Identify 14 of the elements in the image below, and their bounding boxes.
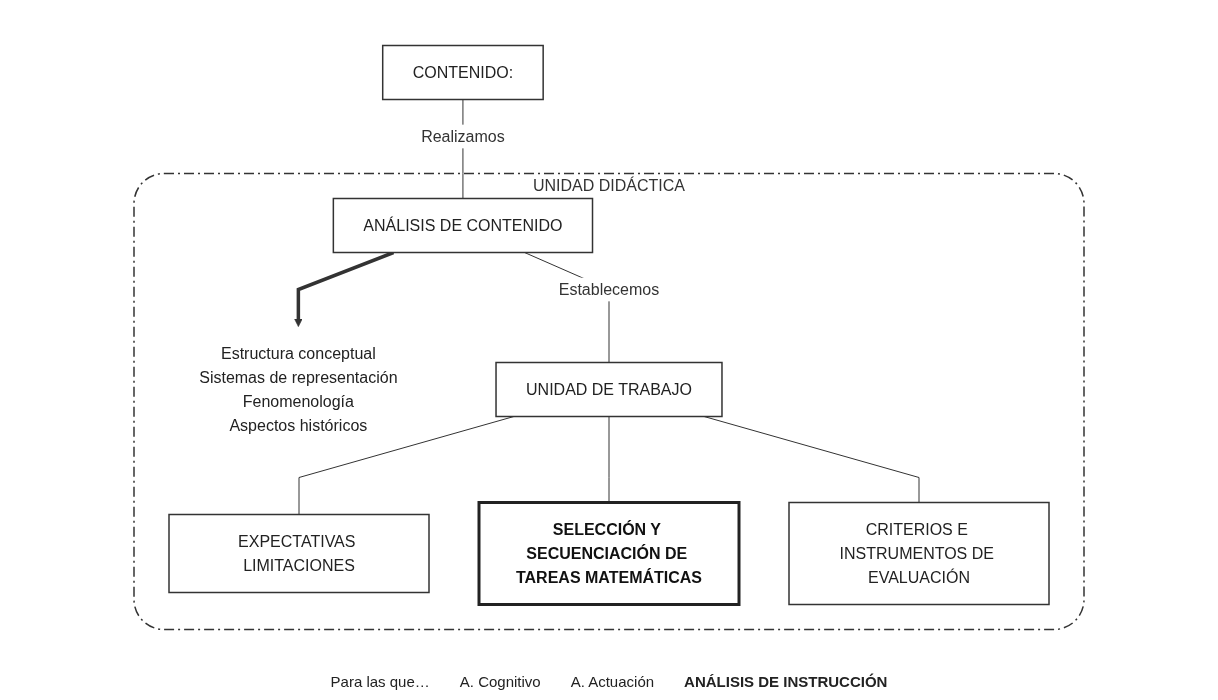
node-box: SELECCIÓN Y SECUENCIACIÓN DE TAREAS MATEMÁTICAS: [477, 501, 741, 606]
note-text: A. Cognitivo: [459, 673, 541, 690]
node-box: CRITERIOS E INSTRUMENTOS DE EVALUACIÓN: [788, 501, 1050, 606]
note-text: A. Actuación: [570, 673, 655, 690]
note-text: ANÁLISIS DE INSTRUCCIÓN: [684, 673, 888, 690]
node-box: ANÁLISIS DE CONTENIDO: [332, 197, 594, 254]
edge-label: Realizamos: [421, 127, 505, 145]
connector: [608, 416, 610, 503]
node-box: EXPECTATIVAS LIMITACIONES: [168, 513, 430, 594]
node-box: CONTENIDO:: [381, 44, 544, 101]
node-text: Estructura conceptual Sistemas de representación Fenomenología Aspectos históricos: [199, 344, 398, 434]
note-text: Para las que…: [330, 673, 430, 690]
node-box: UNIDAD DE TRABAJO: [495, 361, 723, 418]
edge-label: Establecemos: [558, 280, 660, 298]
